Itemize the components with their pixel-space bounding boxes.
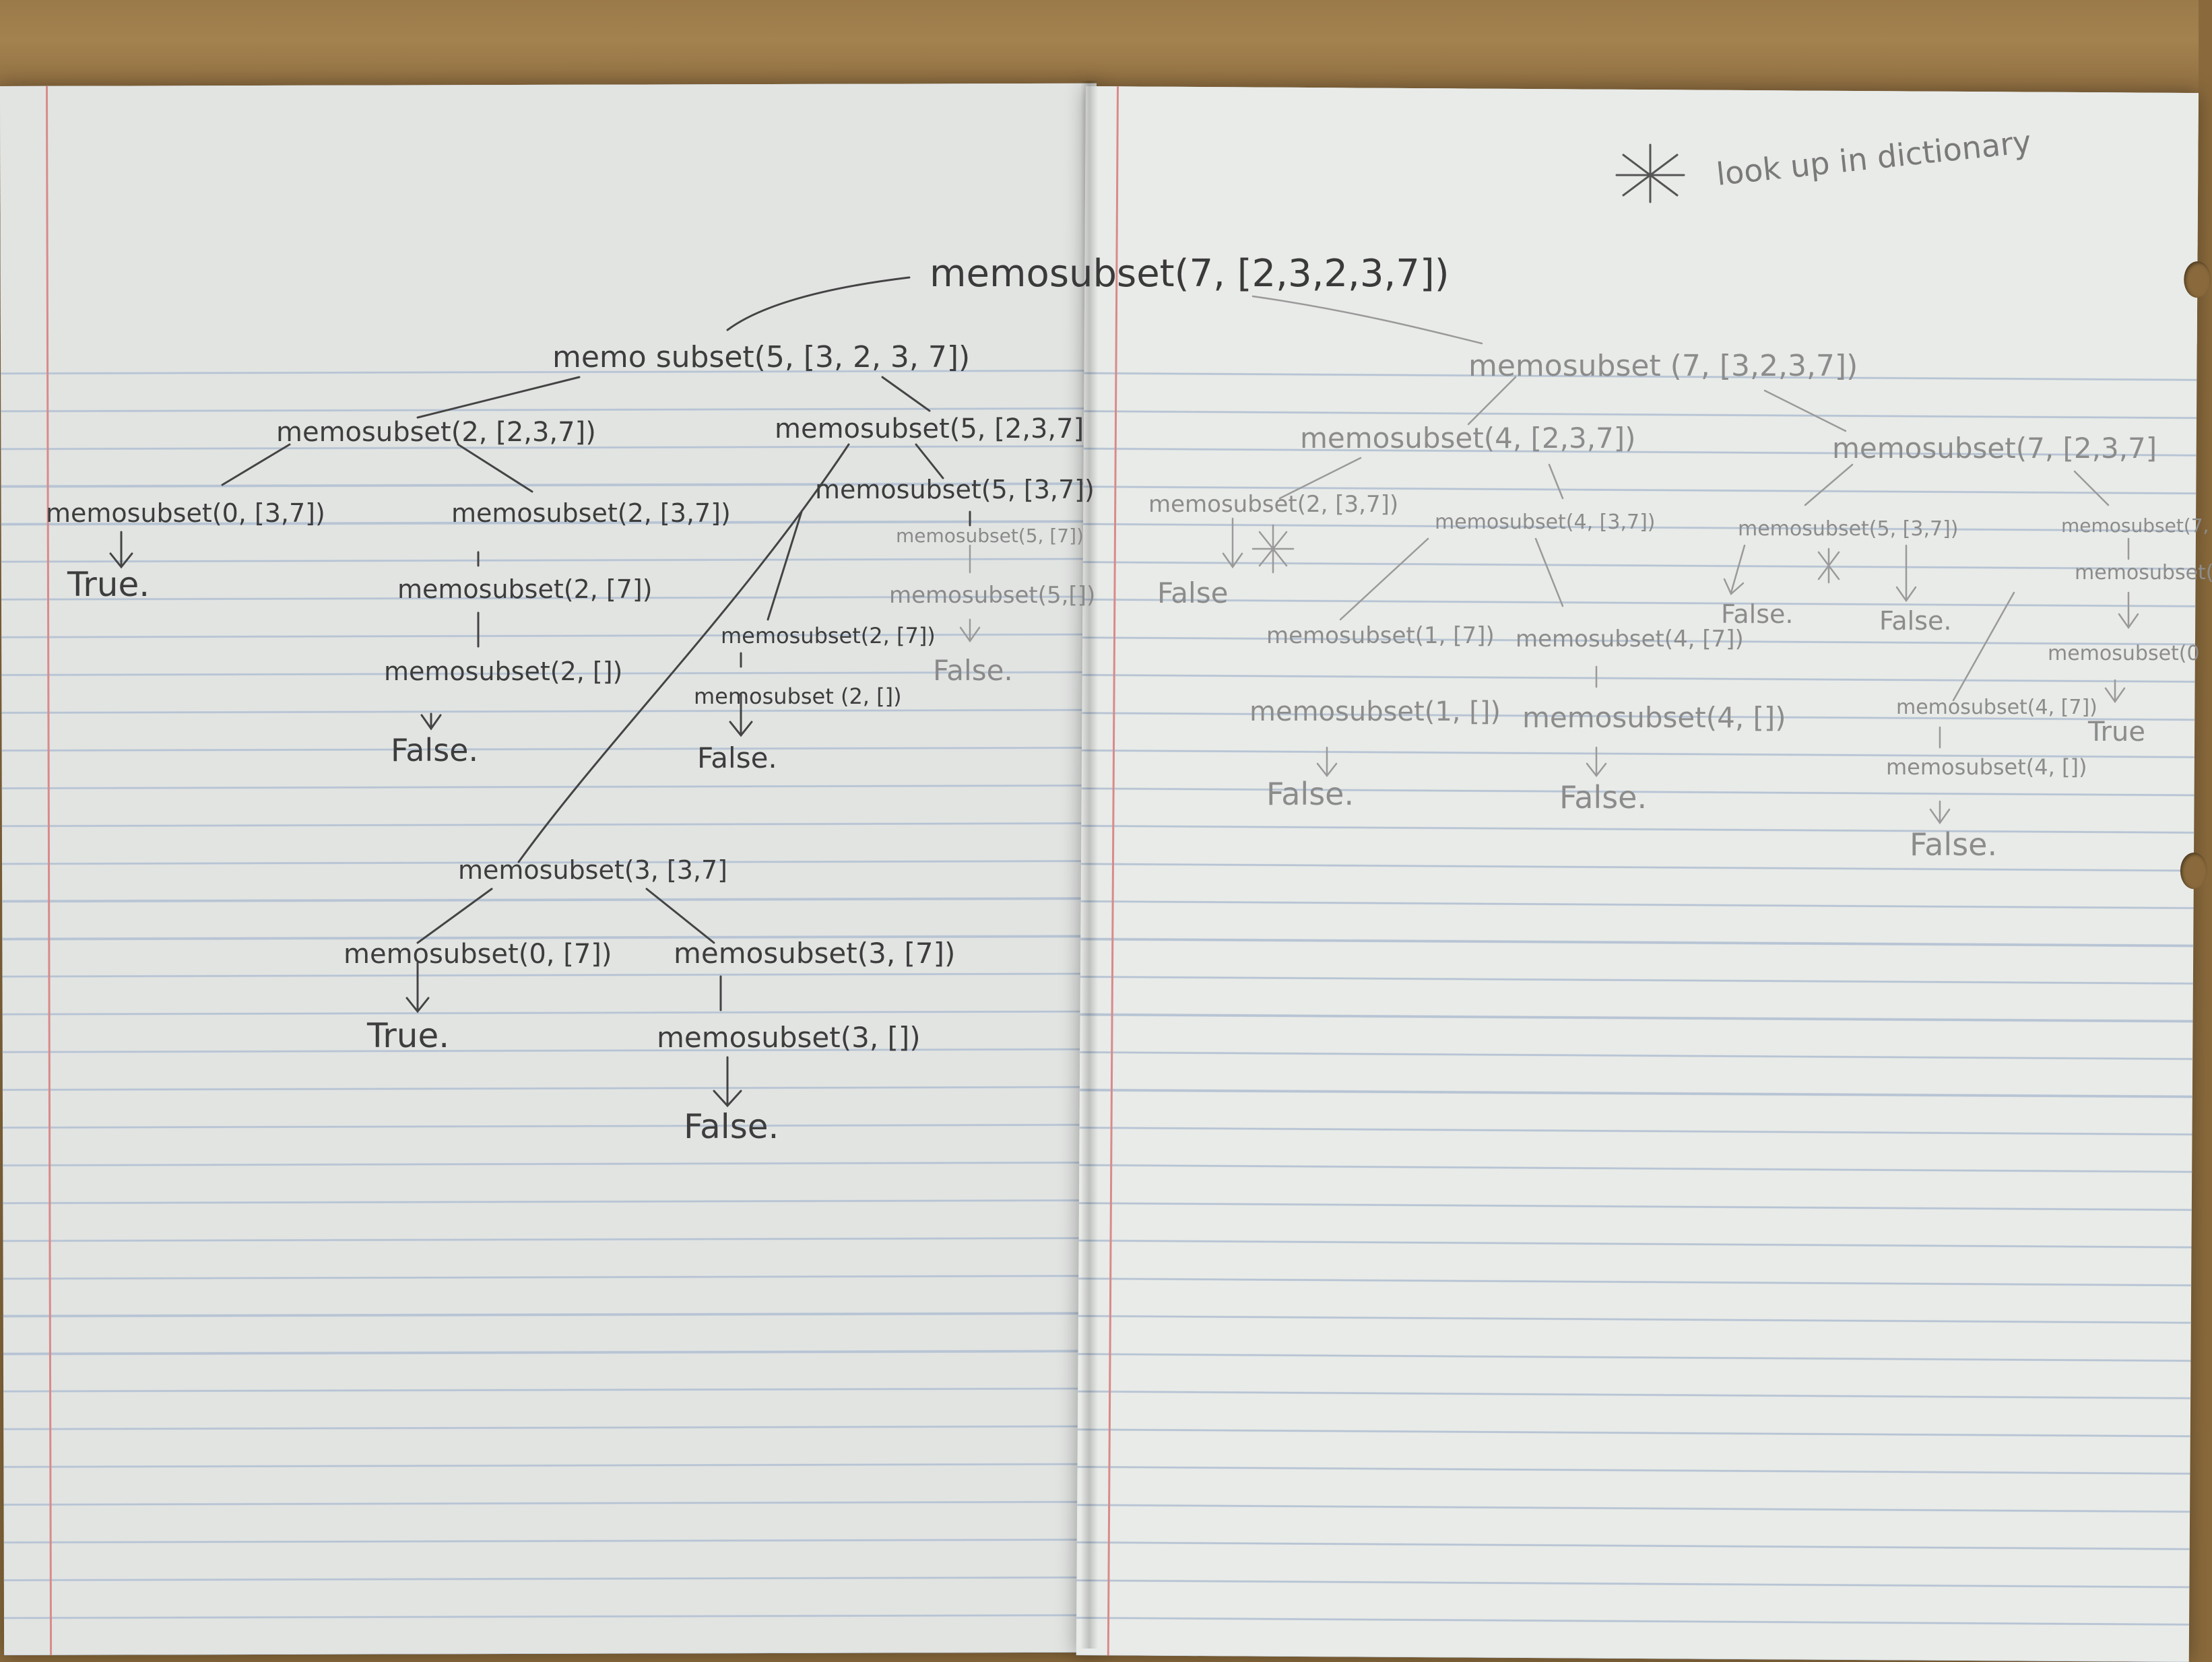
node-m10: memosubset(: [2075, 561, 2212, 585]
node-n12: memosubset (2, []): [694, 684, 902, 709]
node-n9: memosubset(5,[]): [889, 582, 1095, 609]
result-false-r3: False.: [1879, 606, 1951, 636]
node-m4: memosubset(2, [3,7]): [1148, 491, 1398, 518]
node-n15: memosubset(3, [7]): [674, 937, 955, 970]
node-m2: memosubset(4, [2,3,7]): [1300, 422, 1636, 455]
node-n4: memosubset(0, [3,7]): [46, 498, 325, 528]
node-n13: memosubset(3, [3,7]: [458, 855, 727, 885]
right-subtree: memosubset (7, [3,2,3,7]) memosubset(4, …: [1148, 349, 2212, 863]
node-m1: memosubset (7, [3,2,3,7]): [1468, 349, 1858, 383]
node-n3: memosubset(5, [2,3,7]: [775, 413, 1084, 444]
notebook-spine: [1080, 81, 1098, 1649]
node-m6: memosubset(5, [3,7]): [1738, 517, 1958, 541]
node-m14: memosubset(4, [7]): [1896, 696, 2097, 719]
node-m9: memosubset(4, [7]): [1516, 626, 1744, 653]
tree-branches: [109, 143, 2139, 1108]
result-false-r2: False.: [1721, 599, 1793, 629]
node-n8: memosubset(2, [7]): [397, 574, 653, 604]
node-m11: memosubset(0: [2048, 642, 2200, 665]
node-m13: memosubset(4, []): [1522, 701, 1786, 734]
result-false-1: False.: [391, 732, 478, 768]
result-false-r6: False.: [1910, 826, 1997, 863]
node-m15: memosubset(4, []): [1886, 754, 2087, 780]
result-false-r1: False: [1157, 576, 1228, 609]
left-subtree: memo subset(5, [3, 2, 3, 7]) memosubset(…: [46, 340, 1095, 1146]
node-m8: memosubset(1, [7]): [1266, 622, 1495, 649]
node-m7: memosubset(7,: [2061, 514, 2209, 537]
node-m3: memosubset(7, [2,3,7]: [1832, 432, 2157, 465]
result-true-r1: True: [2087, 717, 2145, 747]
result-true-2: True.: [366, 1016, 449, 1055]
result-false-3: False.: [933, 654, 1013, 687]
node-n1: memo subset(5, [3, 2, 3, 7]): [552, 340, 970, 374]
header-note: look up in dictionary: [1715, 123, 2034, 193]
node-n10: memosubset(2, [7]): [721, 623, 936, 649]
node-m12: memosubset(1, []): [1249, 696, 1501, 727]
node-m5: memosubset(4, [3,7]): [1435, 510, 1655, 534]
node-n14: memosubset(0, [7]): [344, 939, 612, 970]
result-false-r4: False.: [1266, 776, 1354, 812]
node-n11: memosubset(2, []): [384, 657, 622, 686]
node-labels: look up in dictionary memosubset(7, [2,3…: [46, 123, 2212, 1146]
node-n7: memosubset(5, [7]): [896, 525, 1084, 547]
node-n6: memosubset(5, [3,7]): [815, 475, 1095, 504]
result-false-2: False.: [697, 741, 777, 774]
node-n2: memosubset(2, [2,3,7]): [276, 417, 596, 448]
root-node: memosubset(7, [2,3,2,3,7]): [930, 252, 1450, 296]
result-false-r5: False.: [1559, 779, 1647, 816]
result-true-1: True.: [67, 565, 150, 604]
node-n16: memosubset(3, []): [657, 1021, 921, 1054]
result-false-4: False.: [684, 1107, 779, 1146]
node-n5: memosubset(2, [3,7]): [451, 498, 731, 528]
